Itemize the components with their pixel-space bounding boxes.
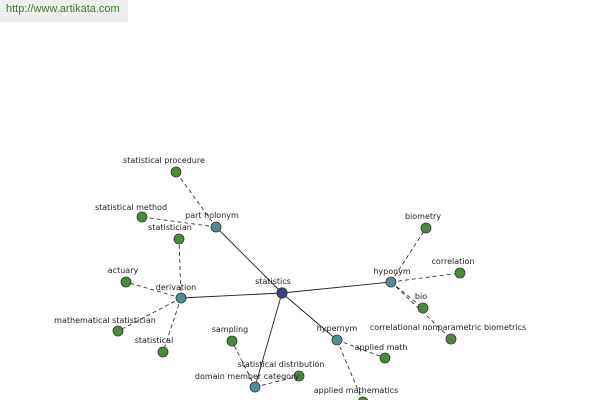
node-correlation[interactable] [454,267,466,279]
label-hyponym: hyponym [373,267,411,276]
edge-derivation-to-actuary [125,281,182,299]
edge-part-holonym-to-statistical-method [141,216,217,228]
label-statistical-method: statistical method [95,203,167,212]
node-applied-math[interactable] [379,352,391,364]
edge-derivation-to-mathematical-statistician [117,297,182,332]
edge-hypernym-to-applied-mathematics [336,339,363,400]
edge-part-holonym-to-statistical-procedure [175,171,217,228]
label-domain-member-category: domain member category [195,372,299,381]
node-actuary[interactable] [120,276,132,288]
edge-statistics-to-hyponym [281,281,392,294]
node-sampling[interactable] [226,335,238,347]
node-domain-member-category[interactable] [249,381,261,393]
label-statistics: statistics [255,277,291,286]
labels-layer: statistics part holonym derivation hyponym h… [54,156,526,395]
node-applied-mathematics[interactable] [357,396,369,400]
label-statistician: statistician [148,223,192,232]
label-sampling: sampling [212,325,249,334]
label-actuary: actuary [108,266,139,275]
node-derivation[interactable] [175,292,187,304]
label-hypernym: hypernym [317,324,358,333]
node-statistician[interactable] [173,233,185,245]
label-part-holonym: part holonym [185,211,239,220]
node-part-holonym[interactable] [210,221,222,233]
edge-statistics-to-domain-member-category [254,292,283,388]
edge-hyponym-to-biometry [390,227,427,283]
edge-statistics-to-hypernym [281,292,338,341]
label-statistical: statistical [135,336,174,345]
edge-domain-member-category-to-sampling [231,340,256,388]
nodes-layer [112,166,466,400]
source-link[interactable]: http://www.artikata.com [0,0,128,22]
node-statistics[interactable] [276,287,288,299]
node-bio[interactable] [417,302,429,314]
label-correlational-nonparametric-biometrics: correlational nonparametric biometrics [370,323,526,332]
node-correlational-nonparametric-biometrics[interactable] [445,333,457,345]
label-applied-mathematics: applied mathematics [314,386,399,395]
node-biometry[interactable] [420,222,432,234]
label-derivation: derivation [156,283,196,292]
edge-derivation-to-statistical [162,297,182,353]
edge-hypernym-to-applied-math [336,339,386,359]
node-statistical[interactable] [157,346,169,358]
label-statistical-procedure: statistical procedure [123,156,205,165]
edge-derivation-to-statistician [178,238,182,299]
edge-domain-member-category-to-statistical-distribution [254,375,300,388]
node-statistical-procedure[interactable] [170,166,182,178]
label-applied-math: applied math [355,343,408,352]
edge-hyponym-to-correlation [390,272,461,283]
edges-layer [117,171,461,400]
label-correlation: correlation [432,257,475,266]
edge-statistics-to-part-holonym [215,226,283,294]
label-mathematical-statistician: mathematical statistician [54,316,156,325]
label-statistical-distribution: statistical distribution [238,360,325,369]
label-bio: bio [415,292,427,301]
node-mathematical-statistician[interactable] [112,325,124,337]
node-statistical-distribution[interactable] [293,370,305,382]
label-biometry: biometry [405,212,441,221]
node-statistical-method[interactable] [136,211,148,223]
node-hyponym[interactable] [385,276,397,288]
edge-statistics-to-derivation [180,292,283,299]
node-hypernym[interactable] [331,334,343,346]
